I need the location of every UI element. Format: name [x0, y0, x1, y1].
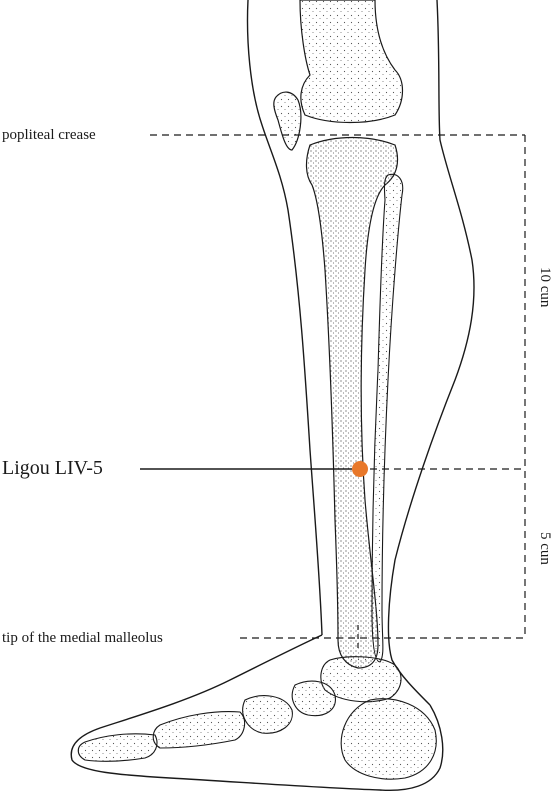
leg-outline-front: [387, 0, 475, 706]
calcaneus-bone: [340, 698, 437, 780]
talus-bone: [320, 656, 402, 703]
leg-outline-back: [246, 0, 323, 636]
cuneiform-bone: [242, 695, 293, 734]
metatarsal-bone: [152, 711, 246, 749]
fibula-bone: [371, 173, 404, 663]
foot-outline: [70, 634, 444, 792]
popliteal-crease-label: popliteal crease: [2, 127, 96, 143]
femur-bone: [299, 0, 404, 124]
lower-measure-label: 5 cun: [537, 532, 553, 565]
upper-measure-label: 10 cun: [537, 267, 553, 308]
patella-bone: [273, 91, 302, 151]
point-name-label: Ligou LIV-5: [2, 457, 103, 479]
phalanx-bone: [77, 733, 158, 762]
navicular-bone: [291, 680, 336, 717]
orange-dot-icon: [352, 461, 368, 477]
malleolus-label: tip of the medial malleolus: [2, 630, 163, 646]
